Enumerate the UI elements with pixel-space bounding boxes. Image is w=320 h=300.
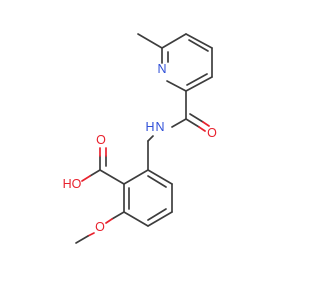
amide-nh-h-label: H [145, 120, 154, 134]
amide-oxygen-label: O [207, 126, 217, 140]
pyridine-ring [161, 33, 213, 92]
acid-hydroxyl-label: HO [63, 177, 82, 191]
bond [202, 121, 210, 127]
benzene-ring [123, 140, 173, 227]
bond [105, 218, 113, 224]
bond [123, 211, 149, 227]
acid-carbonyl-oxygen-label: O [96, 133, 106, 147]
bond [147, 208, 167, 221]
bond [75, 235, 89, 244]
amide-nh-n-label: N [155, 120, 164, 134]
molecule-diagram: N H N O O HO O [63, 33, 217, 244]
bond [185, 76, 213, 92]
carboxylic-acid-group [81, 147, 125, 185]
bond [147, 211, 173, 227]
bond [111, 211, 125, 220]
bond [189, 113, 204, 123]
bond [87, 232, 95, 237]
bond [123, 169, 149, 185]
structure-svg: N H N O O HO O [63, 33, 217, 244]
bond [185, 118, 200, 128]
bond [171, 118, 187, 128]
bond [89, 169, 101, 177]
bond [147, 135, 154, 142]
bond [147, 175, 167, 188]
bond [198, 126, 206, 132]
bond [186, 73, 208, 86]
bond [99, 169, 125, 185]
bond [147, 169, 173, 185]
bond [81, 175, 91, 182]
bond [188, 39, 209, 52]
methoxy-group [75, 211, 125, 244]
methyl-bond [137, 33, 163, 49]
amide-group [147, 90, 210, 142]
methoxy-oxygen-label: O [95, 220, 105, 234]
bond [185, 33, 213, 49]
ring-nitrogen-label: N [157, 62, 166, 76]
bond [166, 80, 187, 92]
bond [161, 33, 187, 49]
